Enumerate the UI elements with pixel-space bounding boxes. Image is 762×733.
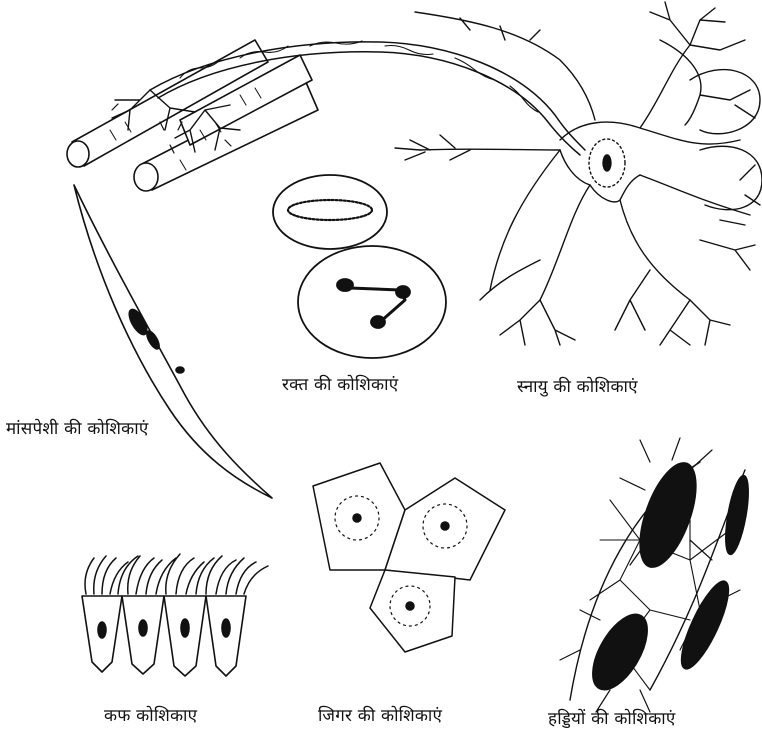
label-blood-cells: रक्त की कोशिकाएं bbox=[282, 372, 398, 395]
blood-cell-lower bbox=[298, 246, 446, 358]
label-muscle-cells: मांसपेशी की कोशिकाएं bbox=[6, 416, 148, 439]
neuron bbox=[395, 2, 762, 345]
label-liver-cells: जिगर की कोशिकाएं bbox=[318, 703, 442, 726]
liver-cells bbox=[313, 463, 505, 652]
bone-cells bbox=[560, 438, 753, 712]
blood-cells bbox=[273, 175, 446, 358]
label-phlegm-cells: कफ कोशिकाए bbox=[104, 703, 197, 726]
label-nerve-cells: स्नायु की कोशिकाएं bbox=[517, 374, 638, 397]
muscle-fibre-bundle bbox=[67, 40, 318, 191]
label-bone-cells: हड्डियों की कोशिकाएं bbox=[548, 706, 675, 729]
smooth-muscle-cell bbox=[74, 185, 272, 498]
ciliated-cells bbox=[82, 554, 268, 676]
